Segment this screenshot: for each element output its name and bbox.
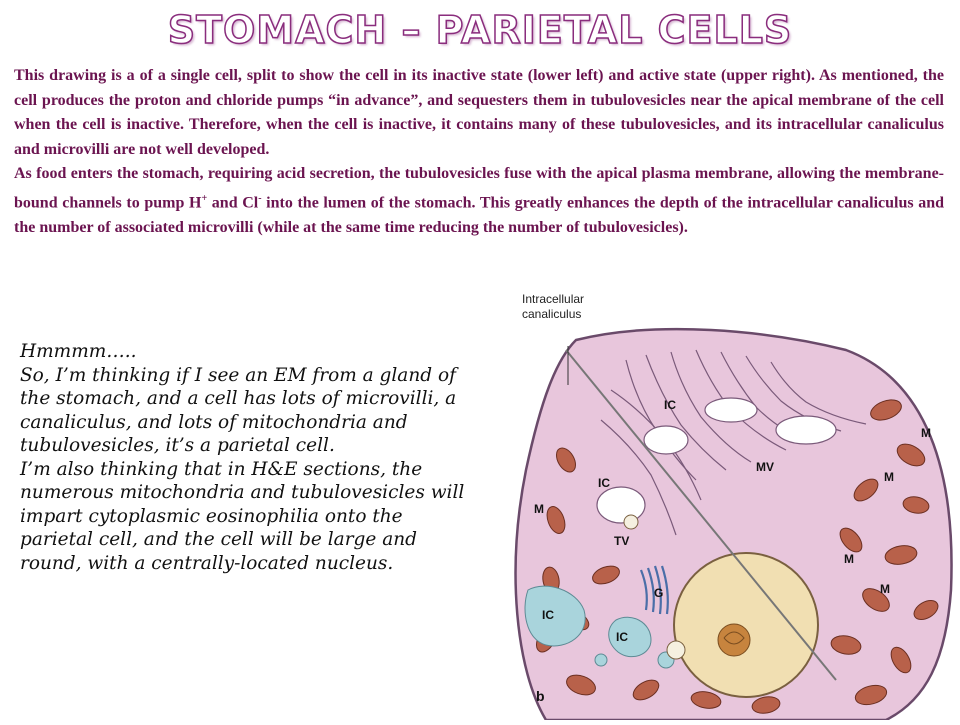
description-text: This drawing is a of a single cell, spli… [14, 64, 944, 240]
note-line-1: Hmmmm….. [20, 341, 137, 362]
paragraph-2-part-b: and Cl [207, 194, 259, 212]
paragraph-2-part-a: As food enters the stomach, requiring ac… [14, 165, 944, 212]
label-ic-middle: IC [598, 476, 610, 490]
label-tv: TV [614, 534, 630, 548]
canaliculus-branches [596, 397, 837, 524]
canaliculus-label: Intracellular canaliculus [522, 292, 585, 321]
paragraph-inactive-state: This drawing is a of a single cell, spli… [14, 67, 944, 158]
parietal-cell-figure: Intracellular canaliculus IC MV M M M M … [506, 290, 960, 722]
parietal-cell-drawing [514, 327, 953, 722]
proton-charge: + [201, 192, 208, 204]
handwritten-notes: Hmmmm….. So, I’m thinking if I see an EM… [20, 340, 480, 575]
label-g: G [654, 586, 664, 600]
split-line [565, 349, 837, 681]
paragraph-2-part-c: into the lumen of the stomach. This grea… [14, 194, 945, 236]
page-title: STOMACH – PARIETAL CELLS [167, 7, 793, 53]
paragraph-active-state: As food enters the stomach, requiring ac… [14, 162, 944, 240]
label-m-right-1: M [921, 426, 931, 440]
nucleolus [717, 623, 751, 657]
label-ic-lower-1: IC [542, 608, 554, 622]
label-m-right-4: M [880, 582, 890, 596]
tubulovesicles [524, 585, 675, 669]
label-m-right-2: M [884, 470, 894, 484]
nucleus [673, 552, 819, 698]
label-m-right-3: M [844, 552, 854, 566]
panel-label: b [536, 688, 545, 704]
label-m-left: M [534, 502, 544, 516]
label-ic-lower-2: IC [616, 630, 628, 644]
golgi [639, 565, 669, 615]
note-line-2: So, I’m thinking if I see an EM from a g… [20, 364, 457, 457]
note-line-3: I’m also thinking that in H&E sections, … [20, 458, 465, 574]
chloride-charge: - [258, 192, 262, 204]
label-mv: MV [756, 460, 774, 474]
label-ic-upper: IC [664, 398, 676, 412]
